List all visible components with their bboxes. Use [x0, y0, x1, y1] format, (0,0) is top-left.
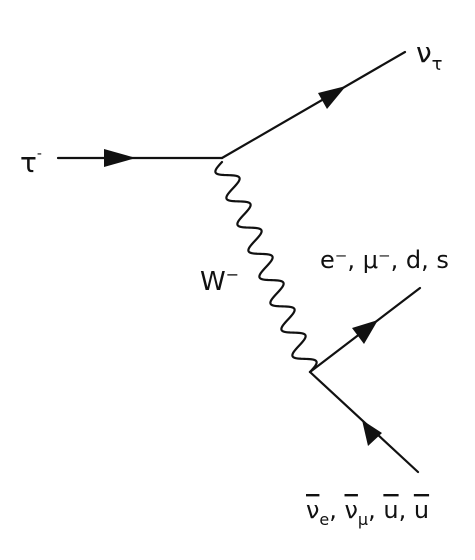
arrow-tau — [104, 149, 136, 167]
u-bar: u — [383, 496, 398, 524]
tau-label: τ- — [20, 146, 42, 179]
u-bar-second: u — [414, 496, 429, 524]
nu-tau-outgoing-line — [220, 50, 407, 160]
nu-mu-bar: ν — [345, 496, 358, 524]
nu-tau-label: ντ — [416, 36, 442, 75]
upper-products-label: e⁻, μ⁻, d, s — [320, 246, 449, 274]
lower-products-label: νe, νμ, u, u — [306, 496, 429, 529]
arrow-antifermion — [362, 420, 382, 446]
w-boson-line — [214, 160, 318, 374]
arrow-fermion — [352, 320, 378, 344]
w-boson-label: W− — [200, 265, 239, 297]
arrow-nu-tau — [318, 86, 346, 109]
nu-e-bar: ν — [306, 496, 319, 524]
